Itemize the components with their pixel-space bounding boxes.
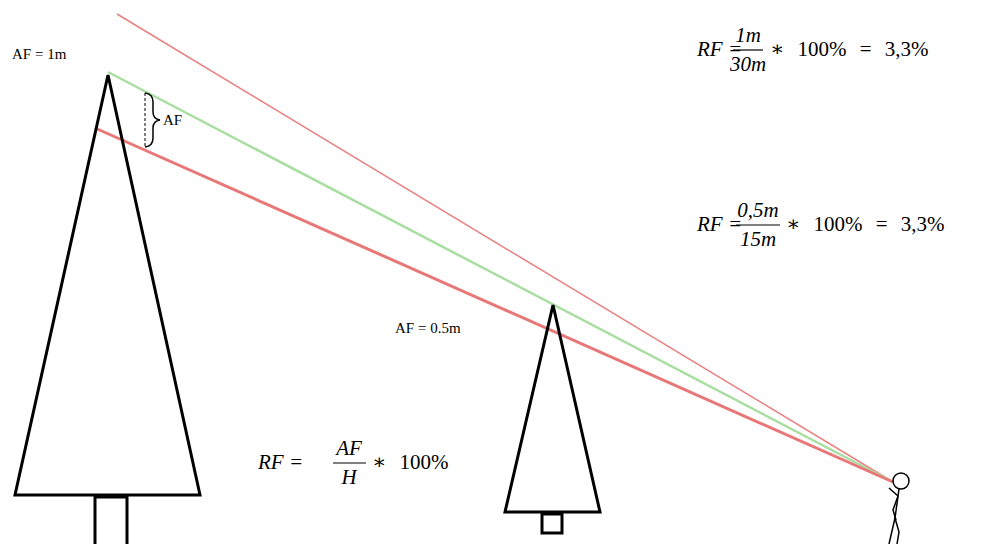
fraction-denominator: 30m [730, 54, 766, 75]
height-label: AF = 1m [12, 47, 66, 62]
fraction-denominator: 15m [740, 229, 776, 250]
large-tree-crown [15, 75, 200, 495]
fraction-numerator: 1m [735, 25, 761, 46]
small-tree-trunk [542, 514, 562, 533]
fraction-bar [736, 224, 780, 225]
stick-figure [889, 473, 909, 544]
measure-label: AF [163, 113, 182, 128]
fraction-numerator: 0,5m [737, 200, 778, 221]
formula-rhs: ∗ 100% = 3,3% [786, 214, 945, 235]
curly-brace [145, 93, 160, 147]
formula-lhs: RF = [697, 214, 742, 235]
fraction-denominator: H [341, 467, 356, 488]
fraction-bar [333, 462, 366, 463]
formula-rhs: ∗ 100% = 3,3% [770, 39, 929, 60]
large-tree-trunk [95, 497, 127, 544]
small-tree-crown [505, 305, 600, 512]
height-label: AF = 0.5m [395, 321, 461, 336]
fraction-numerator: AF [336, 438, 362, 459]
lower-sight-line [95, 128, 893, 482]
formula-rhs: ∗ 100% [372, 452, 449, 473]
green-sight-line [108, 72, 893, 482]
dashed-measure-line [145, 93, 146, 147]
upper-sight-line [117, 14, 893, 482]
formula-lhs: RF = [258, 452, 303, 473]
